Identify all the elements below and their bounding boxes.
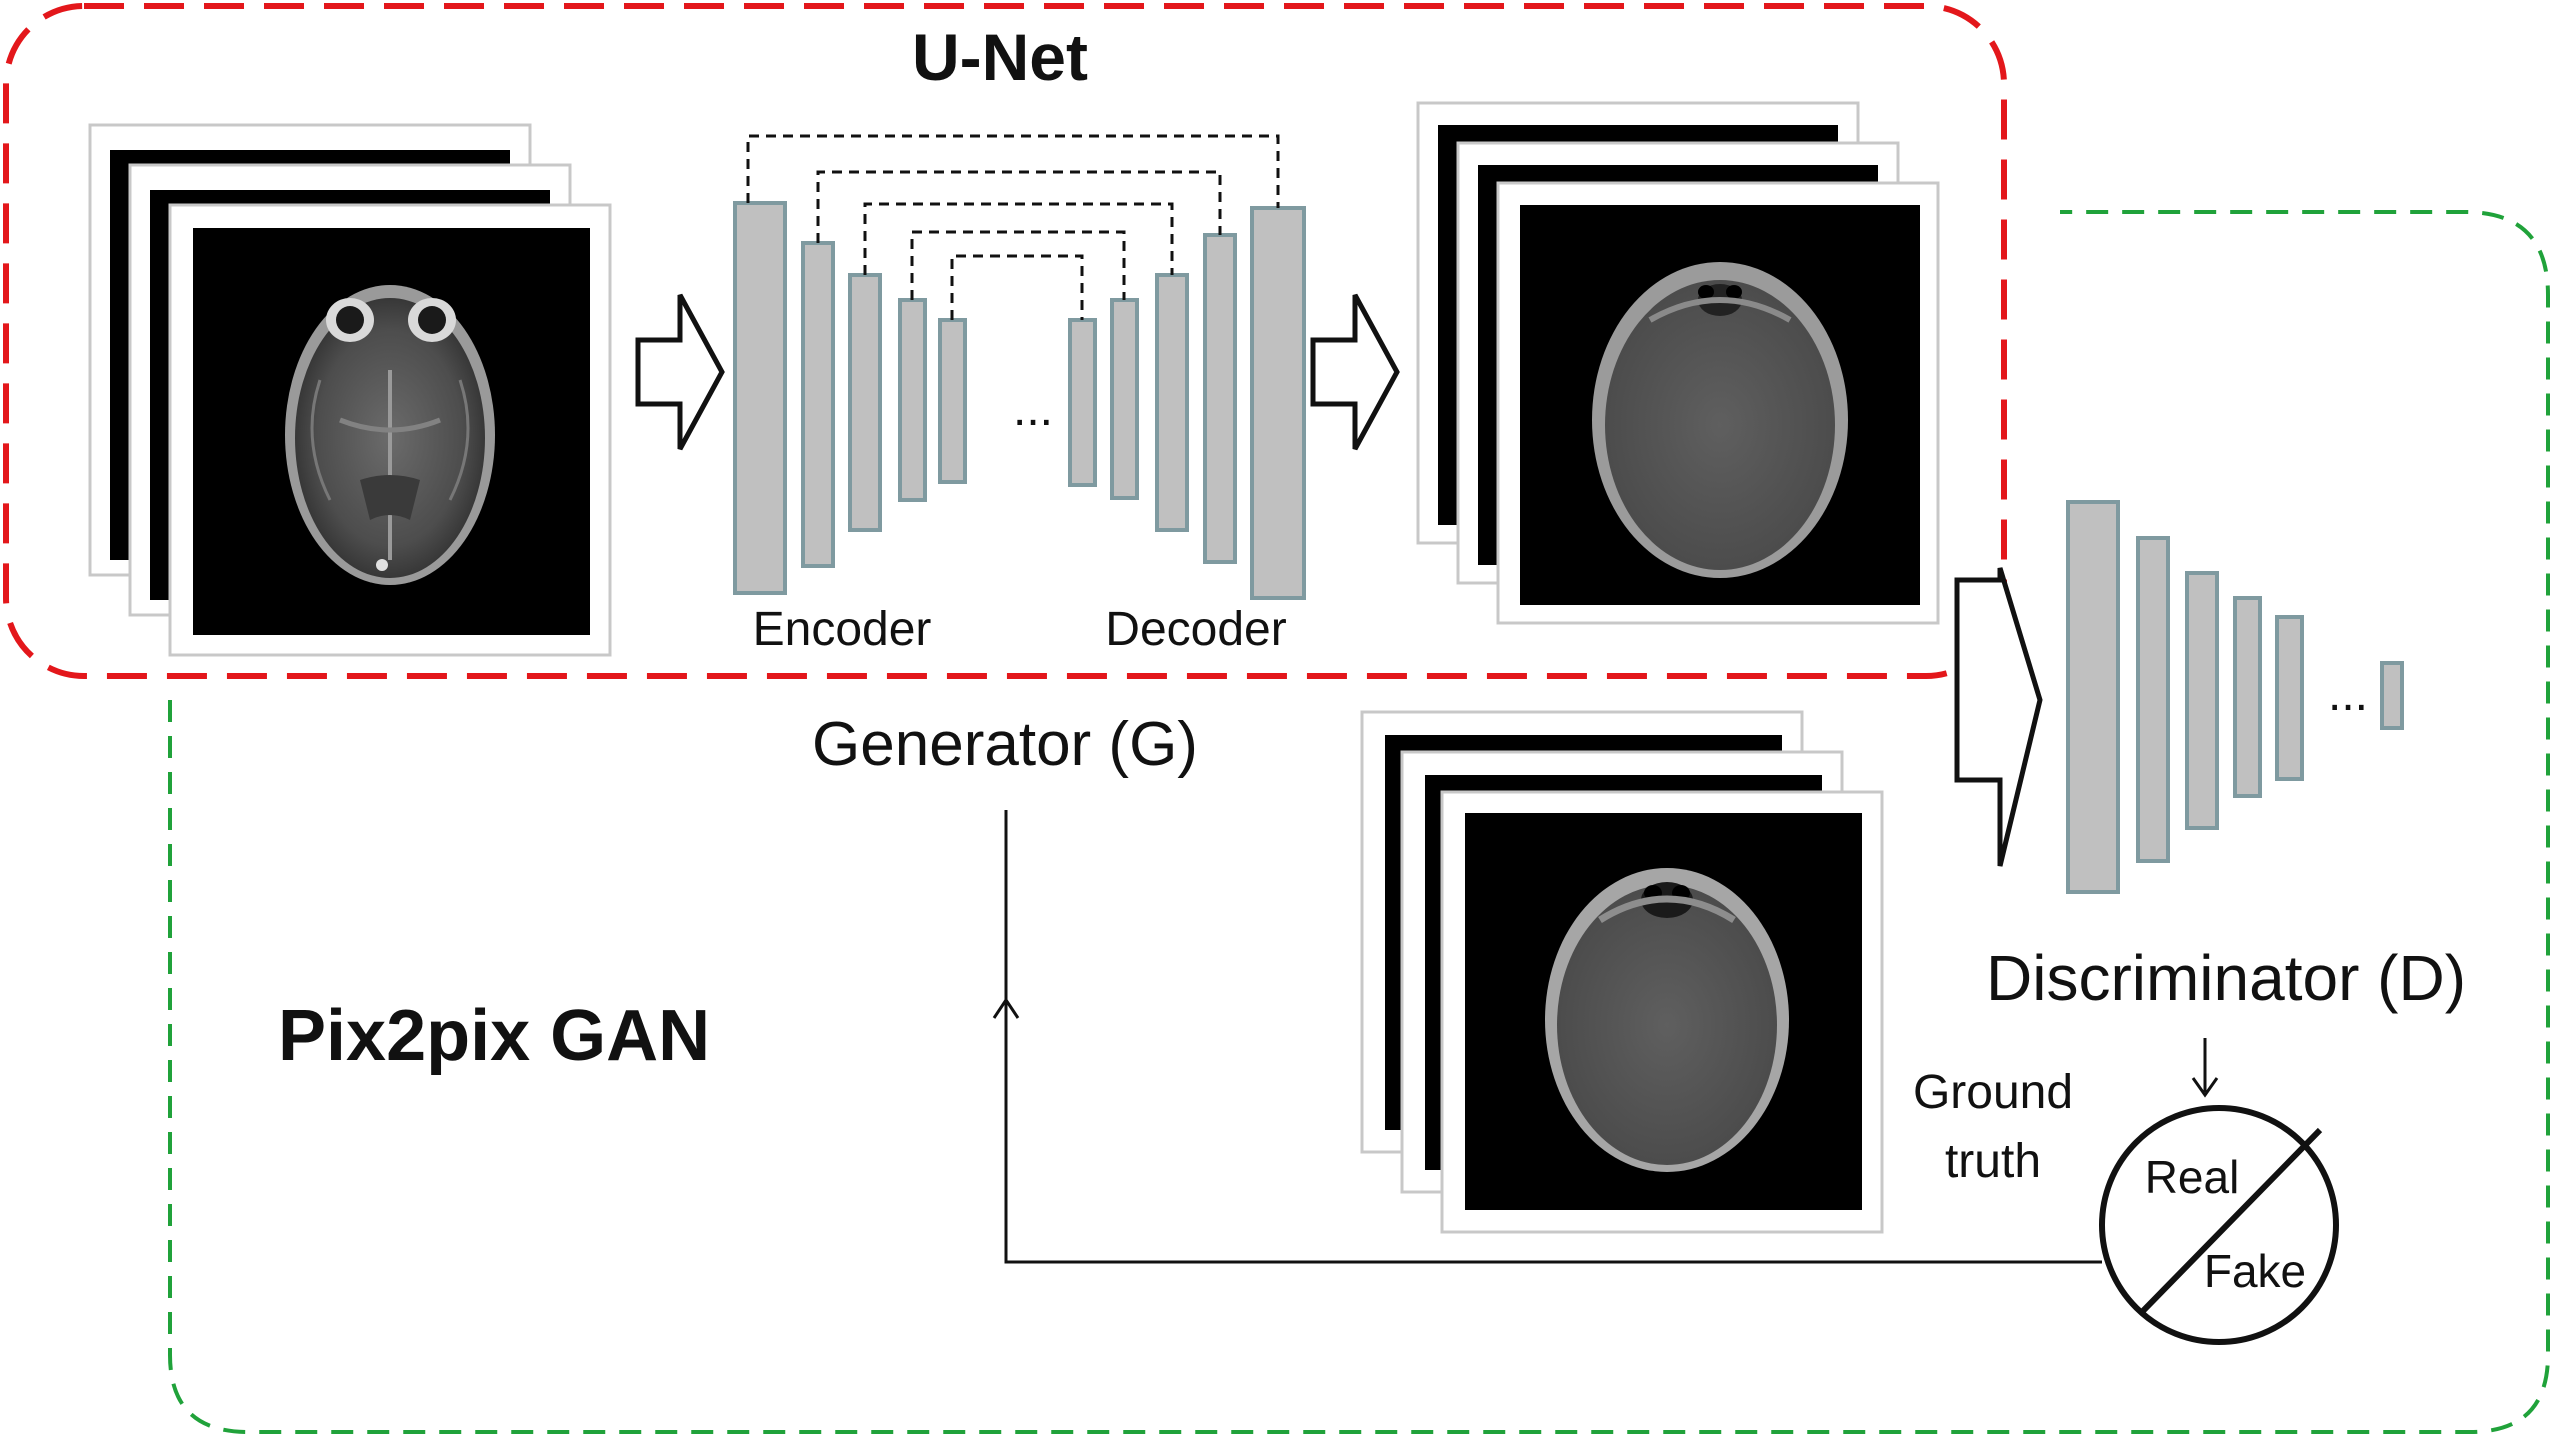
disc-block-3 [2185, 571, 2219, 830]
decoder-label: Decoder [1105, 603, 1286, 656]
disc-block-1 [2066, 500, 2120, 894]
decoder-block-5 [1250, 206, 1306, 600]
discriminator-label: Discriminator (D) [1986, 942, 2466, 1014]
unet-title: U-Net [912, 20, 1088, 94]
pix2pix-gan-title: Pix2pix GAN [278, 996, 710, 1076]
encoder-block-5 [938, 318, 967, 484]
encoder-block-3 [848, 273, 882, 532]
ground-truth-ct-slice [1545, 868, 1789, 1172]
feedback-loop-line [1004, 810, 2102, 1264]
arrow-input-to-encoder [635, 293, 725, 451]
ground-truth-image-stack [1360, 710, 1884, 1234]
encoder-block-2 [801, 241, 835, 568]
feedback-loop-arrowhead [992, 997, 1020, 1019]
disc-block-6 [2380, 661, 2404, 730]
real-fake-decision [2099, 1105, 2339, 1345]
fake-label: Fake [2204, 1245, 2306, 1297]
gan-boundary [168, 210, 2550, 1434]
disc-block-2 [2136, 536, 2170, 863]
disc-block-5 [2275, 615, 2304, 781]
unet-ellipsis: ... [1013, 383, 1053, 436]
generator-label: Generator (G) [812, 710, 1198, 779]
decoder-block-4 [1203, 233, 1237, 564]
ground-truth-label-line1: Ground [1913, 1066, 2073, 1119]
arrow-decoder-to-output [1310, 293, 1400, 451]
decoder-block-3 [1155, 273, 1189, 532]
generated-ct-slice [1592, 262, 1848, 578]
input-image-stack [88, 123, 612, 657]
decoder-block-1 [1068, 318, 1097, 487]
mri-brain-slice [285, 285, 495, 585]
arrow-to-discriminator [1954, 567, 2043, 867]
generated-image-stack [1416, 101, 1940, 625]
unet-boundary [3, 3, 2007, 679]
real-label: Real [2145, 1151, 2240, 1203]
skip-connections [746, 134, 1280, 320]
discriminator-blocks [2066, 500, 2404, 894]
encoder-label: Encoder [753, 603, 932, 656]
discriminator-output-arrowhead [2191, 1077, 2219, 1098]
decoder-block-2 [1110, 298, 1139, 500]
discriminator-ellipsis: ... [2328, 668, 2368, 721]
ground-truth-label-line2: truth [1945, 1135, 2041, 1188]
encoder-block-4 [898, 298, 927, 502]
encoder-block-1 [733, 201, 787, 595]
disc-block-4 [2233, 596, 2262, 798]
